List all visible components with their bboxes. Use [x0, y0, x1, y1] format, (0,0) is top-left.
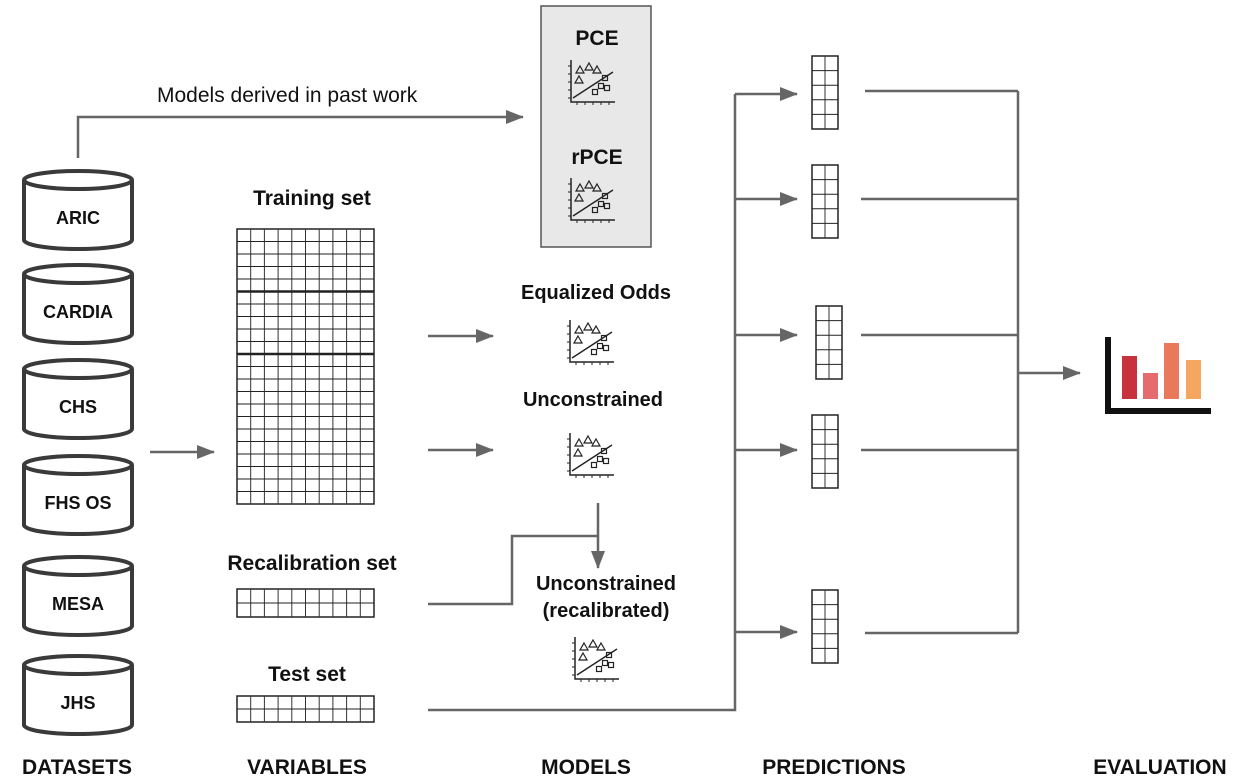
scatter-plot-icon [572, 637, 619, 682]
stage-header-datasets: DATASETS [22, 756, 132, 779]
evaluation-bar [1122, 356, 1137, 399]
scatter-plot-icon [567, 320, 614, 365]
past-work-models-panel [540, 5, 652, 248]
bar-chart-icon [1105, 337, 1211, 414]
model-label-unconstrained: Unconstrained [523, 389, 663, 411]
recalibration-grid [236, 588, 375, 618]
datasets-column: ARIC CARDIA CHS FHS OS MESA JHS [22, 169, 134, 736]
training-set-label: Training set [253, 187, 371, 210]
recalibration-set-connector [428, 534, 598, 606]
training-set-grid [236, 228, 375, 505]
recalibration-set-label: Recalibration set [227, 552, 396, 575]
dataset-label: MESA [52, 594, 104, 614]
scatter-plot-icon [568, 60, 615, 105]
prediction-grid-icon-2 [811, 164, 839, 239]
test-set-label: Test set [268, 663, 346, 686]
training-grid [236, 228, 375, 505]
dataset-chs: CHS [22, 358, 134, 440]
stage-header-predictions: PREDICTIONS [762, 756, 906, 779]
model-label-unconstrained-recalibrated-line2: (recalibrated) [543, 600, 670, 622]
past-work-label: Models derived in past work [157, 84, 418, 107]
past-work-arrow [76, 110, 524, 158]
dataset-fhs-os: FHS OS [22, 454, 134, 536]
dataset-label: ARIC [56, 208, 100, 228]
prediction-grid-icon-5 [811, 589, 839, 664]
stage-header-models: MODELS [541, 756, 631, 779]
dataset-label: CARDIA [43, 302, 113, 322]
model-label-equalized-odds: Equalized Odds [521, 282, 671, 304]
dataset-aric: ARIC [22, 169, 134, 251]
model-label-pce: PCE [575, 27, 618, 50]
stage-header-evaluation: EVALUATION [1093, 756, 1226, 779]
predictions-column [811, 55, 843, 664]
dataset-label: CHS [59, 397, 97, 417]
scatter-plot-icon [568, 178, 615, 223]
model-label-rpce: rPCE [571, 146, 622, 169]
test-set-to-predictions-line [428, 94, 737, 712]
test-set-grid [236, 695, 375, 723]
stage-header-variables: VARIABLES [247, 756, 367, 779]
test-grid [236, 695, 375, 723]
dataset-jhs: JHS [22, 654, 134, 736]
scatter-plot-icon [567, 433, 614, 478]
dataset-label: JHS [60, 693, 95, 713]
database-cylinder-icon [22, 665, 134, 736]
evaluation-bar [1164, 343, 1179, 399]
evaluation-bar [1143, 373, 1158, 399]
database-cylinder-icon [22, 274, 134, 345]
recalibration-set-grid [236, 588, 375, 618]
dataset-mesa: MESA [22, 555, 134, 637]
prediction-grid-icon-3 [815, 305, 843, 380]
dataset-label: FHS OS [44, 493, 111, 513]
database-cylinder-icon [22, 180, 134, 251]
dataset-cardia: CARDIA [22, 263, 134, 345]
prediction-grid-icon-4 [811, 414, 839, 489]
model-icons [567, 60, 619, 682]
database-cylinder-icon [22, 369, 134, 440]
evaluation-bar [1186, 360, 1201, 399]
database-cylinder-icon [22, 566, 134, 637]
prediction-grid-icon-1 [811, 55, 839, 130]
database-cylinder-icon [22, 465, 134, 536]
model-label-unconstrained-recalibrated-line1: Unconstrained [536, 573, 676, 595]
